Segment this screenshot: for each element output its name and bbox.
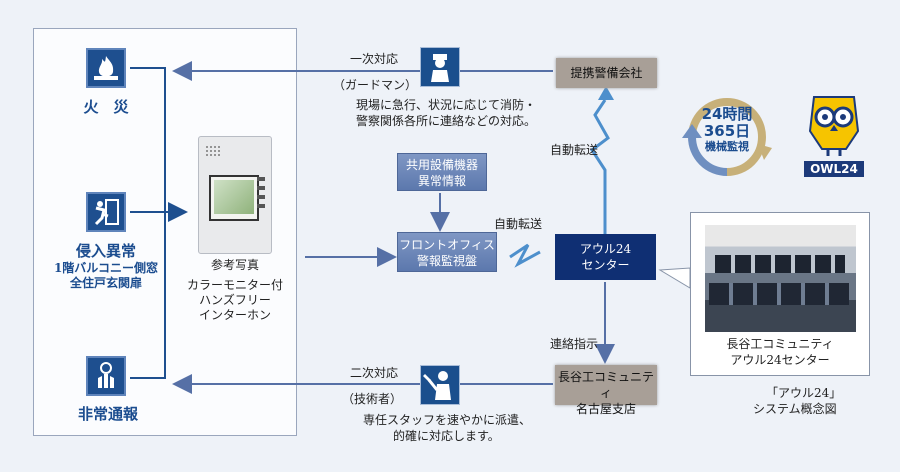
auto-transfer-bolt-2 (589, 99, 610, 234)
nagoya-line2: 名古屋支店 (575, 402, 636, 416)
photo-caption-2: アウル24センター (730, 353, 830, 367)
bracket-line (130, 67, 166, 379)
second-response-title: 二次対応 (350, 366, 399, 380)
second-response-role: （技術者） (342, 392, 403, 406)
shared-equipment-box: 共用設備機器 異常情報 (397, 153, 487, 191)
intrusion-detail-1: 1階バルコニー側窓 (53, 261, 159, 275)
monitor-badge: 24時間 365日 機械監視 (690, 106, 764, 154)
owl-icon (808, 96, 860, 156)
auto-transfer-label-1: 自動転送 (494, 217, 543, 231)
intercom-line3: インターホン (198, 308, 271, 322)
intrusion-icon (86, 192, 126, 232)
intercom-screen (209, 175, 259, 221)
fire-icon (86, 48, 126, 88)
owl24-center-line2: センター (581, 258, 630, 272)
intercom-line1: カラーモニター付 (186, 278, 283, 292)
technician-icon (420, 365, 460, 405)
badge-monitor: 機械監視 (705, 140, 749, 153)
center-photo-card: 長谷工コミュニティ アウル24センター (690, 212, 870, 376)
diagram-caption-2: システム概念図 (753, 402, 837, 416)
fire-label: 火 災 (83, 98, 129, 116)
nagoya-branch-box: 長谷工コミュニティ 名古屋支店 (555, 365, 657, 416)
center-photo (705, 225, 856, 332)
monitor-badge-ring (682, 98, 772, 176)
owl24-wordmark: OWL24 (804, 161, 864, 177)
first-response-role: （ガードマン） (333, 78, 418, 92)
emergency-label: 非常通報 (77, 405, 138, 423)
intrusion-detail-2: 全住戸玄関扉 (69, 276, 142, 290)
intrusion-label: 侵入異常 (75, 242, 136, 260)
shared-equipment-line1: 共用設備機器 (405, 158, 478, 172)
second-response-desc1: 専任スタッフを速やかに派遣、 (363, 413, 532, 427)
emergency-call-icon (86, 356, 126, 396)
intercom-device (198, 136, 272, 254)
auto-transfer-label-2: 自動転送 (550, 143, 599, 157)
intercom-reference: 参考写真 (210, 258, 259, 272)
first-response-title: 一次対応 (350, 52, 399, 66)
first-response-desc2: 警察関係各所に連絡などの対応。 (356, 114, 537, 128)
owl24-center-box: アウル24 センター (555, 234, 656, 280)
badge-hours: 24時間 (701, 105, 753, 123)
second-response-desc2: 的確に対応します。 (393, 429, 500, 443)
shared-equipment-line2: 異常情報 (417, 174, 466, 188)
front-office-line1: フロントオフィス (399, 238, 495, 252)
owl24-logo: OWL24 (804, 91, 864, 181)
security-company-box: 提携警備会社 (556, 58, 657, 88)
contact-label: 連絡指示 (550, 337, 599, 351)
first-response-desc1: 現場に急行、状況に応じて消防・ (356, 98, 537, 112)
photo-caption-1: 長谷工コミュニティ (726, 337, 834, 351)
diagram-caption-1: 「アウル24」 (766, 386, 842, 400)
auto-transfer-bolt-1 (509, 243, 541, 268)
owl24-center-line1: アウル24 (579, 242, 632, 256)
guard-icon (420, 47, 460, 87)
nagoya-line1: 長谷工コミュニティ (557, 370, 654, 400)
front-office-box: フロントオフィス 警報監視盤 (397, 232, 497, 272)
intercom-line2: ハンズフリー (199, 293, 271, 307)
front-office-line2: 警報監視盤 (416, 254, 477, 268)
badge-days: 365日 (703, 122, 751, 140)
